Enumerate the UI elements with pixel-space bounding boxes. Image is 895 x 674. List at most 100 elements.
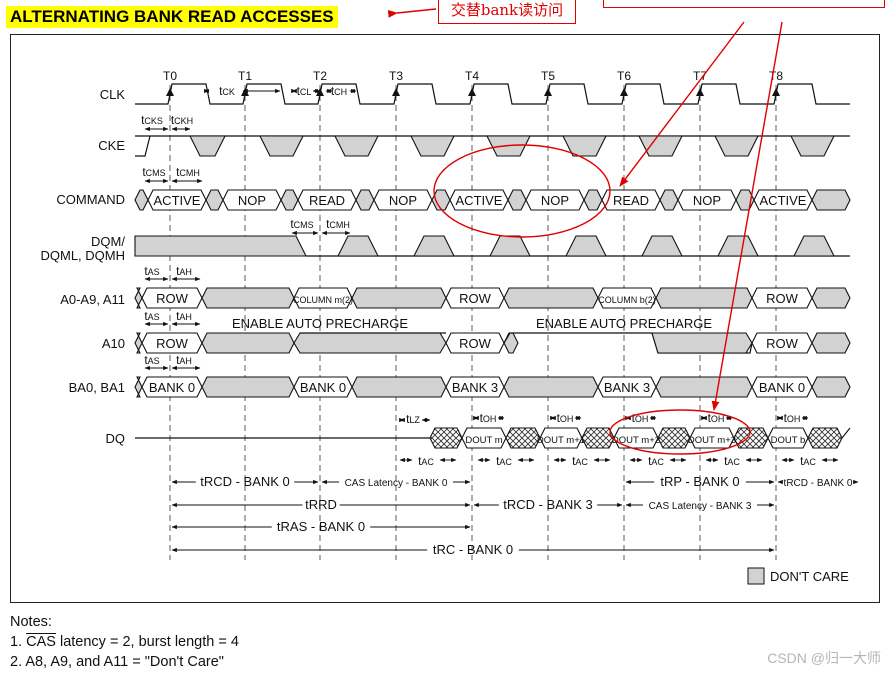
command-label: ACTIVE	[760, 193, 807, 208]
tah-label-1: tAH	[176, 309, 192, 323]
notes-heading: Notes:	[10, 614, 52, 630]
clk-edge-arrow	[772, 88, 780, 96]
tac-label-3: tAC	[648, 454, 664, 468]
tas-label-1: tAS	[144, 309, 159, 323]
cke-dont-care	[259, 135, 304, 157]
span-trcd-bank0: tRCD - BANK 0	[200, 474, 290, 489]
dq-value	[581, 427, 615, 449]
command-label: READ	[309, 193, 345, 208]
cke-dont-care	[410, 135, 455, 157]
clk-edge-arrow	[241, 88, 249, 96]
ba-label: BANK 3	[452, 380, 498, 395]
addr-dont-care	[655, 287, 753, 309]
span-cas-bank3: CAS Latency - BANK 3	[649, 501, 752, 512]
span-tras-bank0: tRAS - BANK 0	[277, 519, 365, 534]
clock-label-T4: T4	[465, 69, 479, 83]
clock-label-T6: T6	[617, 69, 631, 83]
cke-dont-care	[334, 135, 379, 157]
dqm-dont-care	[717, 235, 759, 257]
tck-label: tCK	[219, 84, 235, 98]
cke-low	[135, 135, 151, 157]
ba-dont-care	[201, 376, 295, 398]
signal-cke: CKE	[98, 138, 125, 153]
command-label: ACTIVE	[456, 193, 503, 208]
highlight-ellipse	[433, 144, 611, 238]
ba-dont-care	[503, 376, 599, 398]
clk-edge-arrow	[696, 88, 704, 96]
addr-label: COLUMN m(2)	[293, 295, 353, 305]
a10-enable-auto-precharge-2: ENABLE AUTO PRECHARGE	[536, 316, 712, 331]
dq-value	[429, 427, 463, 449]
dqm-dont-care	[489, 235, 531, 257]
ba-dont-care	[351, 376, 447, 398]
dqm-dont-care	[134, 235, 307, 257]
command-dont-care	[507, 189, 527, 211]
addr-dont-care	[201, 287, 295, 309]
clk-edge-arrow	[544, 88, 552, 96]
a10-enable-auto-precharge-1: ENABLE AUTO PRECHARGE	[232, 316, 408, 331]
note-1: 1. CAS latency = 2, burst length = 4	[10, 634, 239, 650]
span-trp-bank0: tRP - BANK 0	[660, 474, 739, 489]
span-trc-bank0: tRC - BANK 0	[433, 542, 513, 557]
annotation-arrow	[619, 21, 745, 187]
command-dont-care	[659, 189, 679, 211]
signal-addr: A0-A9, A11	[60, 292, 125, 307]
signal-dqm: DQM/	[91, 234, 125, 249]
tch-label: tCH	[331, 84, 347, 98]
clk-edge-arrow	[316, 88, 324, 96]
dq-label: DOUT m	[465, 435, 502, 446]
tckh-label: tCKH	[171, 113, 193, 127]
annotation-arrow	[387, 8, 437, 18]
command-label: NOP	[541, 193, 569, 208]
a10-dont-care	[651, 332, 753, 354]
signal-a10: A10	[102, 336, 125, 351]
toh-label-1: tOH	[557, 411, 574, 425]
note-2: 2. A8, A9, and A11 = "Don't Care"	[10, 654, 224, 670]
clock-label-T3: T3	[389, 69, 403, 83]
dq-tail	[841, 427, 851, 439]
clock-label-T0: T0	[163, 69, 177, 83]
ba-dont-care	[811, 376, 851, 398]
clk-edge-arrow	[166, 88, 174, 96]
tah-label-0: tAH	[176, 264, 192, 278]
tcks-label: tCKS	[141, 113, 163, 127]
span-trrd: tRRD	[305, 497, 337, 512]
addr-dont-care	[134, 287, 143, 309]
legend-swatch	[747, 567, 765, 585]
addr-label: ROW	[459, 291, 492, 306]
a10-dont-care	[293, 332, 447, 354]
addr-label: ROW	[766, 291, 799, 306]
toh-label-0: tOH	[480, 411, 497, 425]
clk-edge-arrow	[620, 88, 628, 96]
legend-label: DON'T CARE	[770, 569, 849, 584]
command-dont-care	[134, 189, 149, 211]
tac-label-0: tAC	[418, 454, 434, 468]
dq-value	[807, 427, 843, 449]
notes: Notes: 1. CAS latency = 2, burst length …	[10, 612, 239, 672]
signal-ba: BA0, BA1	[69, 380, 125, 395]
command-dont-care	[811, 189, 851, 211]
annotation-box-cropped	[603, 0, 885, 8]
signal-command: COMMAND	[56, 192, 125, 207]
highlight-ellipse	[609, 409, 751, 455]
tcmh-label: tCMH	[176, 165, 200, 179]
command-dont-care	[280, 189, 299, 211]
dqm-dont-care	[565, 235, 607, 257]
span-cas-bank0: CAS Latency - BANK 0	[345, 478, 448, 489]
clk-edge-arrow	[468, 88, 476, 96]
tah-label-2: tAH	[176, 353, 192, 367]
span-trcd-bank0-b: tRCD - BANK 0	[784, 478, 853, 489]
tac-label-5: tAC	[800, 454, 816, 468]
tcmh-label-2: tCMH	[326, 217, 350, 231]
dq-value	[733, 427, 769, 449]
addr-dont-care	[503, 287, 599, 309]
diagram-frame	[10, 34, 880, 603]
clock-label-T2: T2	[313, 69, 327, 83]
a10-high	[503, 332, 598, 344]
ba-label: BANK 0	[300, 380, 346, 395]
cke-dont-care	[714, 135, 759, 157]
dqm-dont-care	[793, 235, 835, 257]
addr-dont-care	[811, 287, 851, 309]
a10-dont-care	[811, 332, 851, 354]
